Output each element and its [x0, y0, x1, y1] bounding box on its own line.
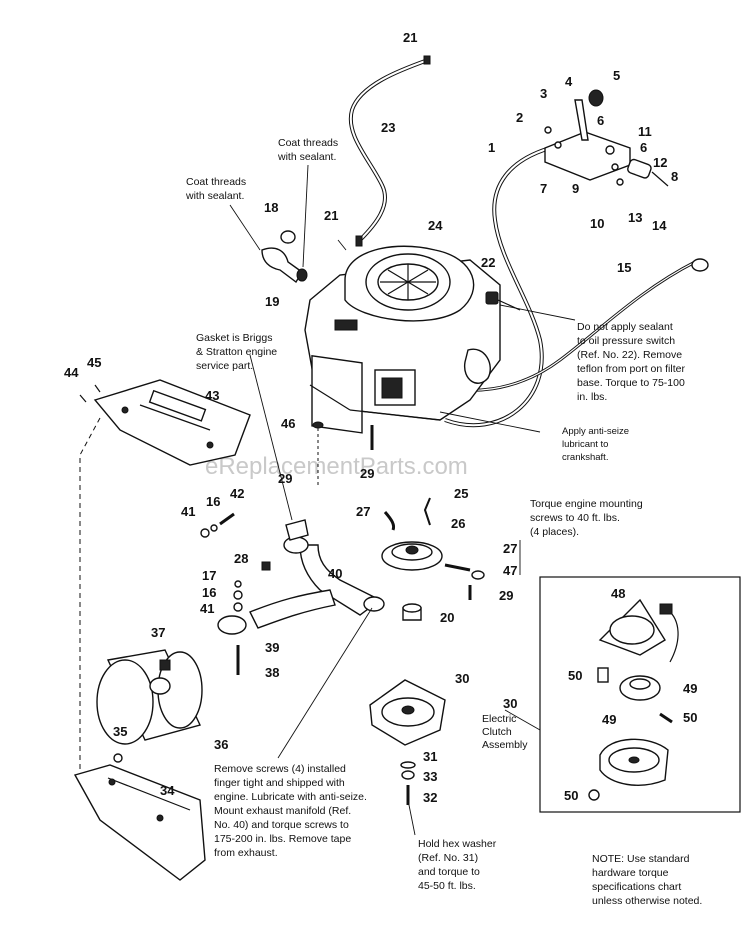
watermark: eReplacementParts.com: [205, 453, 468, 480]
callout-30: 30: [455, 671, 469, 686]
callout-35: 35: [113, 724, 127, 739]
callout-41: 41: [181, 504, 195, 519]
electric-clutch: [369, 679, 446, 805]
callout-numbers: 21 23 1 3 4 5 2 6 11 6 12 8 7 9 10 13 14…: [64, 30, 697, 805]
callout-40: 40: [328, 566, 342, 581]
callout-8: 8: [671, 169, 678, 184]
note-anti-seize: Apply anti-seize lubricant to crankshaft…: [562, 426, 632, 463]
callout-20: 20: [440, 610, 454, 625]
throttle-control-assembly: [544, 89, 669, 187]
callout-38: 38: [265, 665, 279, 680]
heat-shield-plate: [79, 379, 251, 466]
dash-line-plate: [79, 417, 111, 791]
callout-15: 15: [617, 260, 631, 275]
callout-3: 3: [540, 86, 547, 101]
callout-1: 1: [488, 140, 495, 155]
pulley-assembly: [312, 421, 485, 621]
callout-27b: 27: [503, 541, 517, 556]
callout-45: 45: [87, 355, 101, 370]
callout-23: 23: [381, 120, 395, 135]
callout-43: 43: [205, 388, 219, 403]
note-oil-switch: Do not apply sealant to oil pressure swi…: [577, 321, 688, 403]
note-torque-mount: Torque engine mounting screws to 40 ft. …: [530, 498, 646, 538]
callout-46: 46: [281, 416, 295, 431]
callout-21b: 21: [324, 208, 338, 223]
callout-6b: 6: [640, 140, 647, 155]
callout-34: 34: [160, 783, 175, 798]
note-standard-torque: NOTE: Use standard hardware torque speci…: [592, 853, 702, 907]
callout-16: 16: [206, 494, 220, 509]
callout-19: 19: [265, 294, 279, 309]
callout-21: 21: [403, 30, 417, 45]
callout-24: 24: [428, 218, 443, 233]
control-cable: [444, 146, 551, 428]
callout-49a: 49: [683, 681, 697, 696]
callout-4: 4: [565, 74, 573, 89]
note-hex-washer: Hold hex washer (Ref. No. 31) and torque…: [418, 838, 499, 892]
note-coat-threads-top: Coat threads with sealant.: [277, 137, 341, 163]
callout-17: 17: [202, 568, 216, 583]
callout-25: 25: [454, 486, 468, 501]
callout-16b: 16: [202, 585, 216, 600]
callout-27: 27: [356, 504, 370, 519]
callout-7: 7: [540, 181, 547, 196]
callout-50c: 50: [564, 788, 578, 803]
callout-26: 26: [451, 516, 465, 531]
callout-42: 42: [230, 486, 244, 501]
callout-33: 33: [423, 769, 437, 784]
callout-6: 6: [597, 113, 604, 128]
exhaust-clamp: [217, 615, 247, 675]
callout-12: 12: [653, 155, 667, 170]
engine-block: [304, 245, 501, 434]
callout-31: 31: [423, 749, 437, 764]
muffler: [96, 649, 203, 745]
callout-48: 48: [611, 586, 625, 601]
clutch-detail-box: [539, 576, 741, 813]
callout-11: 11: [638, 124, 652, 139]
callout-18: 18: [264, 200, 278, 215]
exhaust-manifold: [249, 519, 385, 629]
callout-30b: 30: [503, 696, 517, 711]
nut-35: [113, 753, 123, 763]
callout-29c: 29: [499, 588, 513, 603]
callout-28: 28: [234, 551, 248, 566]
note-gasket: Gasket is Briggs & Stratton engine servi…: [196, 332, 280, 372]
callout-2: 2: [516, 110, 523, 125]
callout-29b: 29: [278, 471, 292, 486]
muffler-shield: [73, 764, 206, 881]
callout-36: 36: [214, 737, 228, 752]
callout-44: 44: [64, 365, 79, 380]
callout-37: 37: [151, 625, 165, 640]
callout-14: 14: [652, 218, 667, 233]
note-remove-screws: Remove screws (4) installed finger tight…: [214, 763, 370, 859]
callout-47: 47: [503, 563, 517, 578]
callout-5: 5: [613, 68, 620, 83]
callout-29a: 29: [360, 466, 374, 481]
callout-22: 22: [481, 255, 495, 270]
leader-lines: [229, 164, 576, 836]
notes: Coat threads with sealant. Coat threads …: [185, 137, 702, 907]
callout-49b: 49: [602, 712, 616, 727]
callout-9: 9: [572, 181, 579, 196]
callout-41b: 41: [200, 601, 214, 616]
callout-39: 39: [265, 640, 279, 655]
oil-pressure-switch: [485, 291, 521, 311]
callout-13: 13: [628, 210, 642, 225]
callout-32: 32: [423, 790, 437, 805]
callout-50a: 50: [568, 668, 582, 683]
note-coat-threads-left: Coat threads with sealant.: [185, 176, 249, 202]
note-clutch-assembly: Electric Clutch Assembly: [482, 713, 528, 751]
hardware-bolts: [200, 512, 271, 612]
throttle-cable: [348, 55, 431, 247]
callout-50b: 50: [683, 710, 697, 725]
callout-10: 10: [590, 216, 604, 231]
fitting-elbow: [261, 230, 308, 284]
